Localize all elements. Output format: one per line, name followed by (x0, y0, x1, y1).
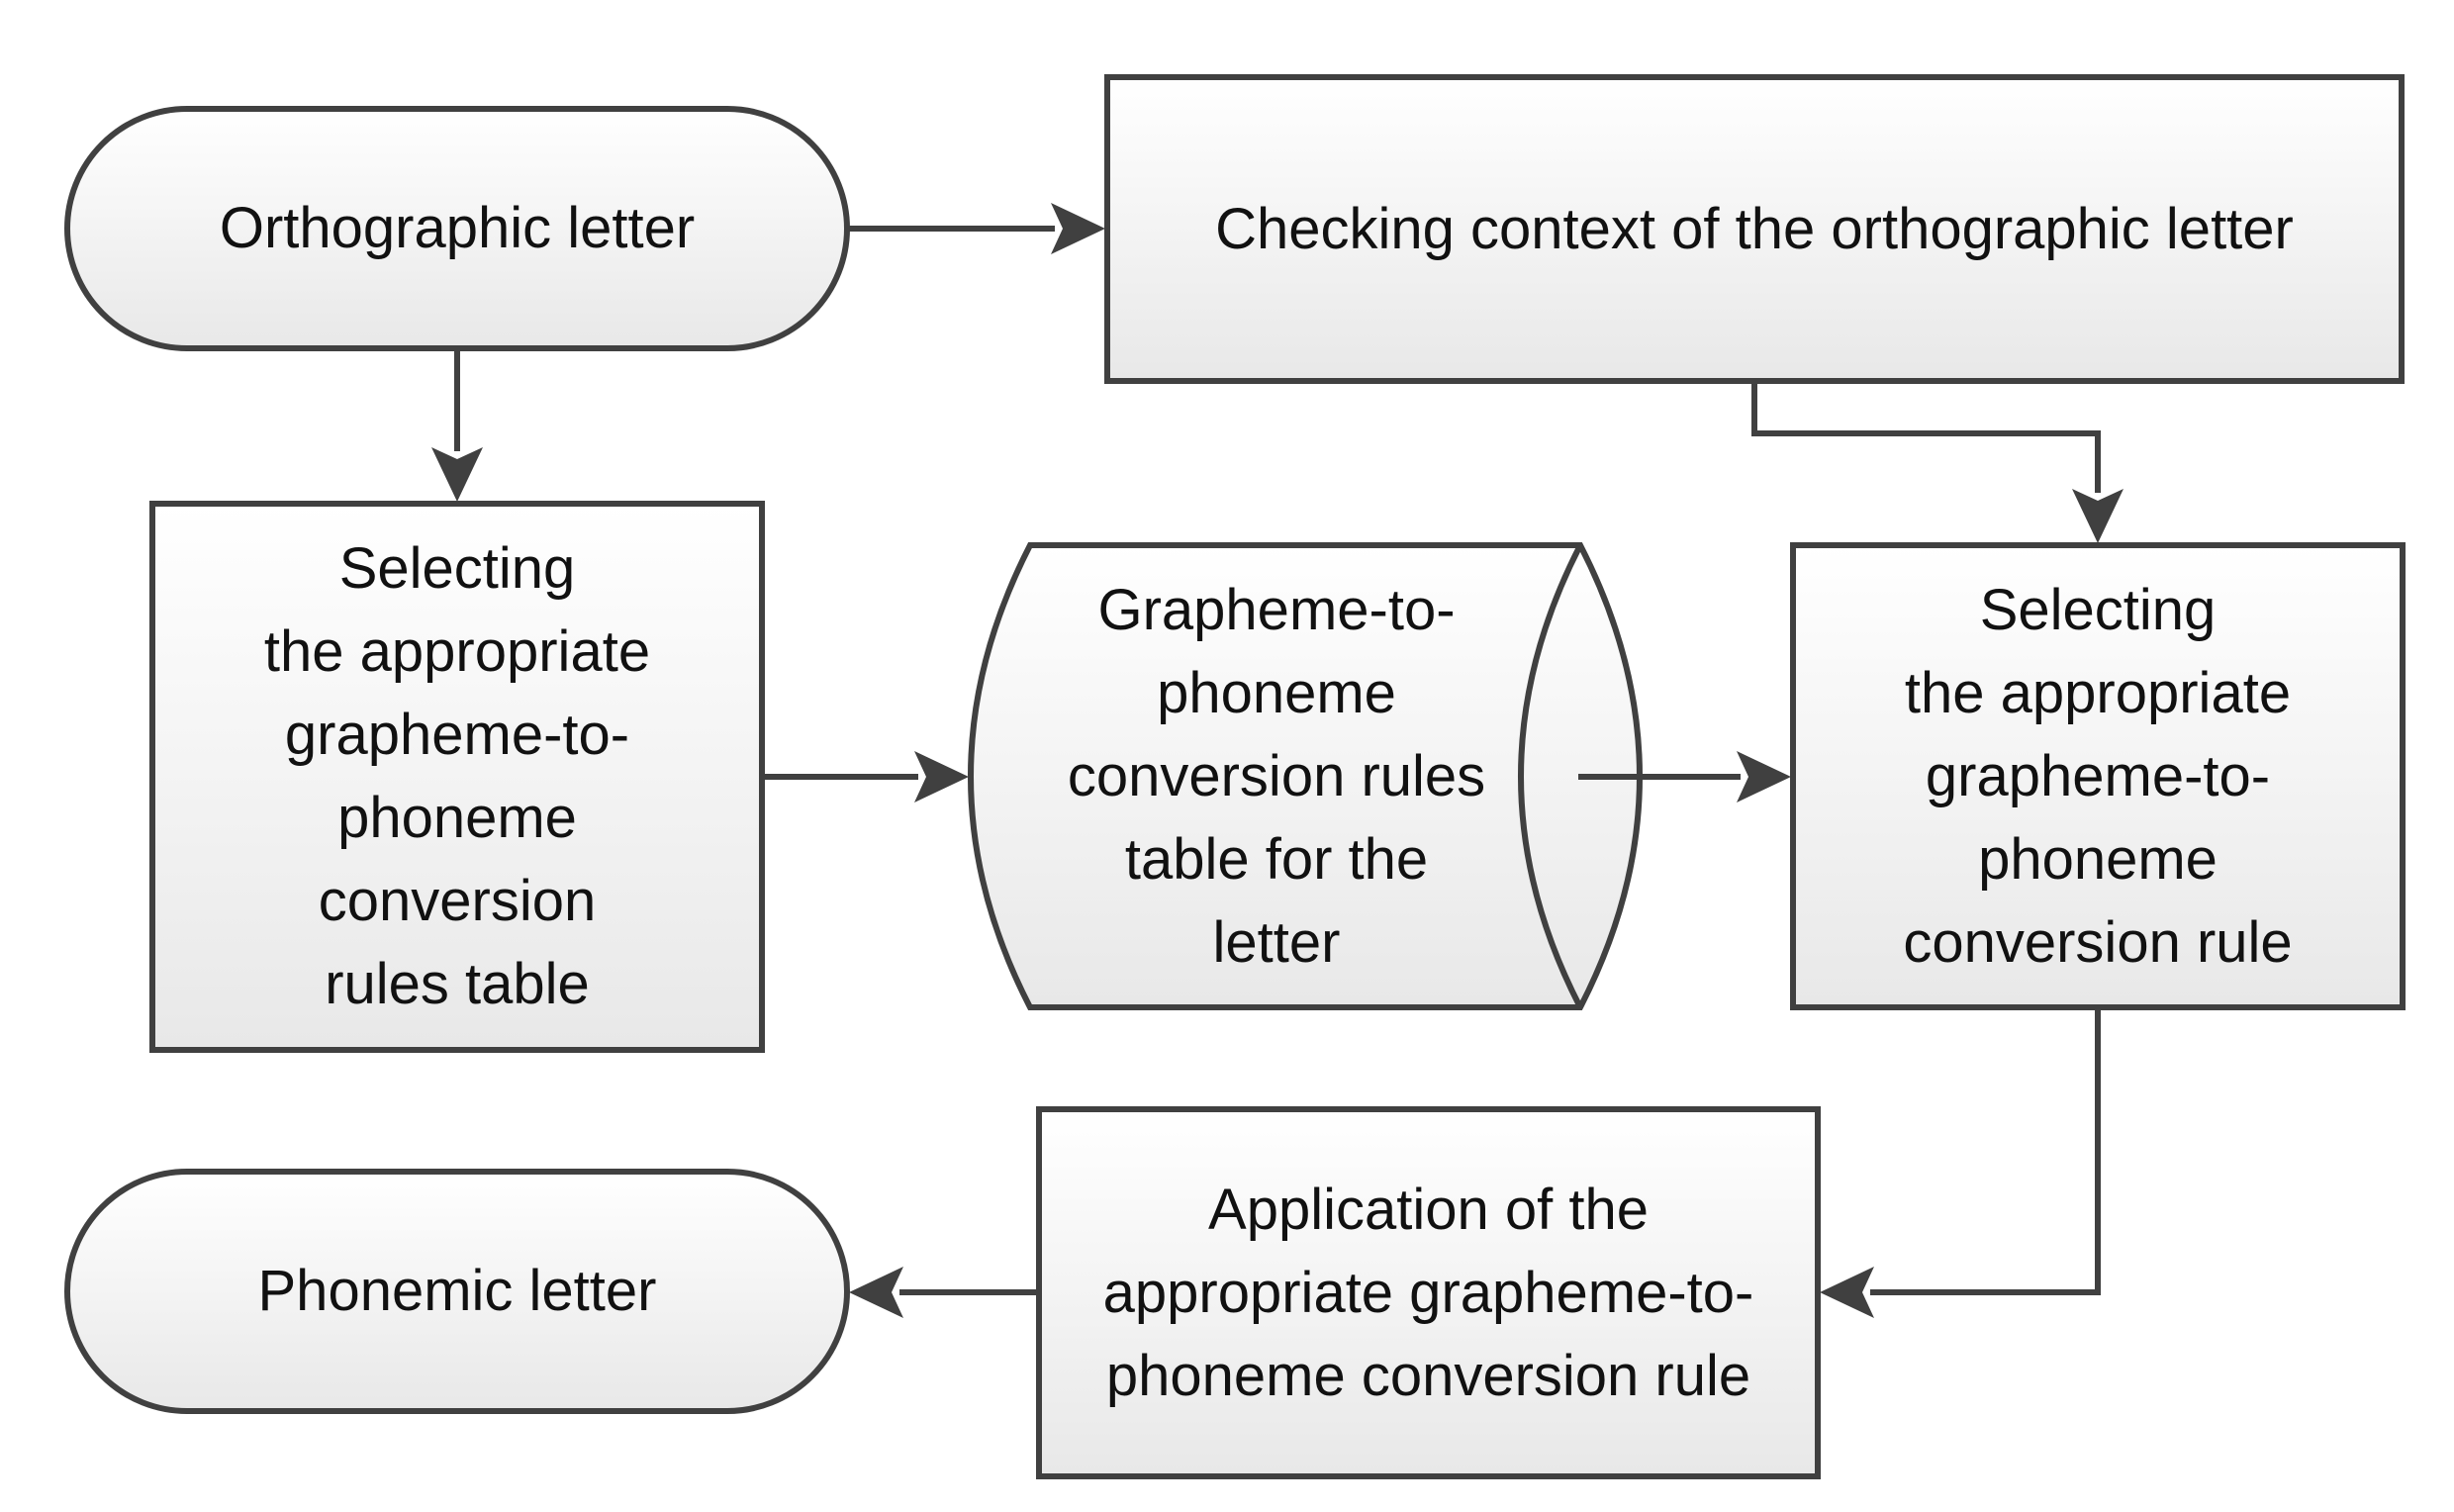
connector-orthographic-to-checking (847, 203, 1105, 254)
selecting-rule-label: Selecting the appropriate grapheme-to- p… (1903, 577, 2293, 975)
node-selecting-table-shape (149, 501, 765, 1053)
connector-storage-to-selecting-rule (1578, 751, 1791, 803)
orthographic-letter-label: Orthographic letter (219, 196, 696, 260)
storage-inner-arc (1518, 543, 1583, 1009)
connector-selecting-rule-to-application (1820, 1007, 2101, 1318)
checking-context-label: Checking context of the orthographic let… (1215, 196, 2294, 261)
selecting-table-label: Selecting the appropriate grapheme-to- p… (263, 536, 651, 1016)
node-checking-context-shape (1104, 74, 2405, 384)
rules-table-storage-label: Grapheme-to- phoneme conversion rules ta… (1067, 577, 1486, 975)
application-rule-label: Application of the appropriate grapheme-… (1102, 1177, 1754, 1408)
phonemic-letter-label: Phonemic letter (257, 1259, 657, 1323)
connector-selecting-table-to-storage (762, 751, 969, 803)
connector-application-to-phonemic (849, 1267, 1039, 1318)
node-selecting-rule-shape (1790, 542, 2406, 1010)
connector-checking-to-selecting-rule (1751, 381, 2124, 543)
node-rules-table-storage-shape (968, 542, 1643, 1010)
node-phonemic-letter-shape (64, 1169, 850, 1414)
connector-orthographic-to-selecting-table (431, 348, 483, 502)
